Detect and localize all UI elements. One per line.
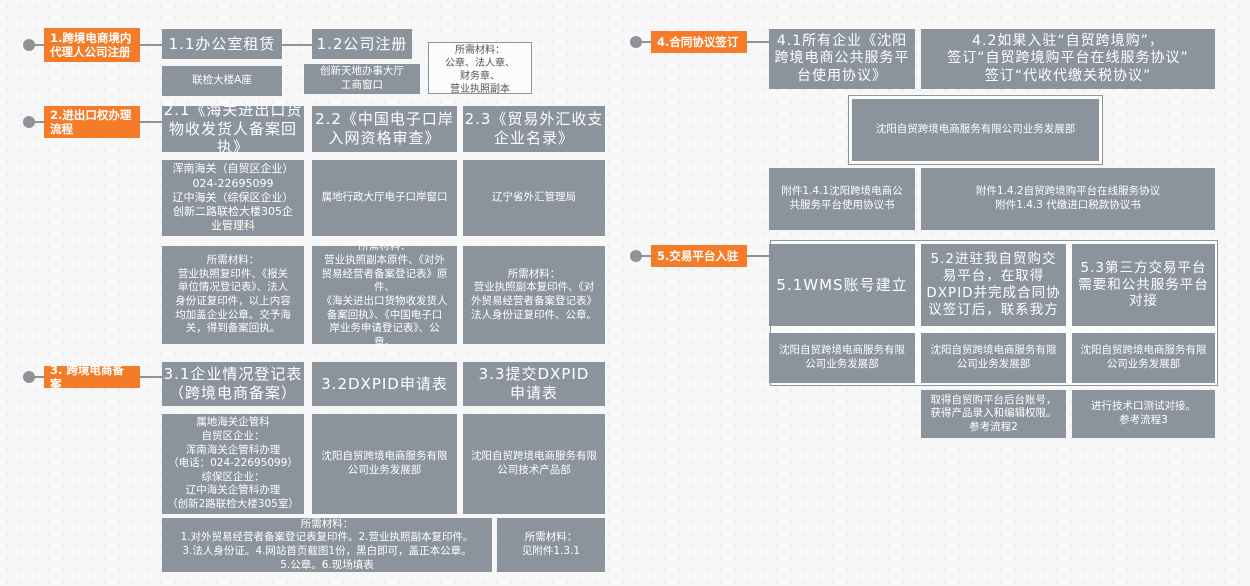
step-2-2-e-port-review: 2.2《中国电子口岸 入网资格审查》	[312, 106, 457, 152]
section-5-label: 5.交易平台入驻	[651, 245, 747, 267]
step-2-3-office: 辽宁省外汇管理局	[463, 160, 605, 236]
connector	[282, 44, 312, 46]
step-3-1-office: 属地海关企管科 自贸区企业： 浑南海关企管科办理 （电话：024-2269509…	[162, 414, 304, 514]
step-2-1-office: 浑南海关（自贸区企业） 024-22695099 辽中海关（综保区企业） 创新二…	[162, 160, 304, 236]
bullet-dot	[23, 116, 35, 128]
step-2-2-office: 属地行政大厅电子口岸窗口	[312, 160, 457, 236]
section-3-label: 3. 跨境电商备案	[44, 363, 140, 391]
step-1-materials-frame	[428, 42, 532, 94]
connector	[642, 41, 652, 43]
step-3-3-submit-dxpid: 3.3提交DXPID 申请表	[463, 362, 605, 406]
step-1-1-address: 联检大楼A座	[162, 66, 282, 96]
step-3-1-registration-form: 3.1企业情况登记表 （跨境电商备案）	[162, 362, 304, 406]
step-4-attachment-2: 附件1.4.2自贸跨境购平台在线服务协议 附件1.4.3 代缴进口税款协议书	[921, 168, 1215, 230]
step-5-2-join-platform: 5.2进驻我自贸购交 易平台，在取得 DXPID并完成合同协 议签订后，联系我方	[921, 244, 1066, 326]
connector	[140, 121, 162, 123]
bullet-dot	[630, 250, 642, 262]
connector	[35, 376, 45, 378]
section-1-label: 1.跨境电商境内 代理人公司注册	[44, 28, 140, 62]
step-5-2-office: 沈阳自贸跨境电商服务有限 公司业务发展部	[921, 333, 1066, 383]
step-1-2-address: 创新天地办事大厅 工商窗口	[304, 64, 420, 94]
step-2-1-customs-receipt: 2.1《海关进出口货 物收发货人备案回执》	[162, 100, 304, 157]
step-4-organization: 沈阳自贸跨境电商服务有限公司业务发展部	[852, 99, 1099, 161]
step-1-2-company-registration: 1.2公司注册	[312, 29, 412, 59]
step-5-1-wms-account: 5.1WMS账号建立	[769, 244, 915, 326]
step-2-1-materials: 所需材料： 营业执照复印件、《报关 单位情况登记表》、法人 身份证复印件，以上内…	[162, 246, 304, 344]
step-5-3-office: 沈阳自贸跨境电商服务有限 公司业务发展部	[1072, 333, 1215, 383]
step-1-1-office-rental: 1.1办公室租赁	[162, 29, 282, 59]
step-3-materials: 所需材料： 1.对外贸易经营者备案登记表复印件。2.营业执照副本复印件。 3.法…	[162, 518, 492, 572]
step-3-3-office: 沈阳自贸跨境电商服务有限 公司技术产品部	[463, 414, 605, 514]
bullet-dot	[630, 36, 642, 48]
connector	[747, 255, 769, 257]
step-4-attachment-1: 附件1.4.1沈阳跨境电商公 共服务平台使用协议书	[769, 168, 915, 230]
connector	[140, 376, 162, 378]
bullet-dot	[23, 39, 35, 51]
section-4-label: 4.合同协议签订	[651, 31, 747, 53]
step-1-materials: 所需材料： 公章、法人章、 财务章、 营业执照副本	[445, 45, 515, 95]
connector	[140, 44, 162, 46]
connector	[35, 44, 45, 46]
section-2-label: 2.进出口权办理 流程	[44, 106, 140, 138]
connector	[642, 255, 652, 257]
step-4-2-online-service-agreement: 4.2如果入驻“自贸跨境购”， 签订“自贸跨境购平台在线服务协议” 签订“代收代…	[921, 29, 1215, 89]
step-4-1-platform-agreement: 4.1所有企业《沈阳 跨境电商公共服务平 台使用协议》	[769, 29, 915, 89]
connector	[35, 121, 45, 123]
step-3-materials-attachment: 所需材料： 见附件1.3.1	[497, 518, 605, 572]
step-5-3-third-party-platform: 5.3第三方交易平台 需要和公共服务平台 对接	[1072, 244, 1215, 326]
step-2-2-materials: 所需材料： 营业执照副本原件、《对外 贸易经营者备案登记表》原件、 《海关进出口…	[312, 240, 457, 348]
step-3-2-dxpid-application: 3.2DXPID申请表	[312, 362, 457, 406]
connector	[747, 41, 769, 43]
step-3-2-office: 沈阳自贸跨境电商服务有限 公司业务发展部	[312, 414, 457, 514]
step-2-3-materials: 所需材料： 营业执照副本复印件、《对 外贸易经营者备案登记表》 法人身份证复印件…	[463, 246, 605, 344]
step-5-1-office: 沈阳自贸跨境电商服务有限 公司业务发展部	[769, 333, 915, 383]
step-5-2-note: 取得自贸购平台后台账号， 获得产品录入和编辑权限。 参考流程2	[921, 390, 1066, 438]
step-5-3-note: 进行技术口测试对接。 参考流程3	[1072, 390, 1215, 438]
bullet-dot	[23, 371, 35, 383]
step-2-3-forex-list: 2.3《贸易外汇收支 企业名录》	[463, 106, 605, 152]
